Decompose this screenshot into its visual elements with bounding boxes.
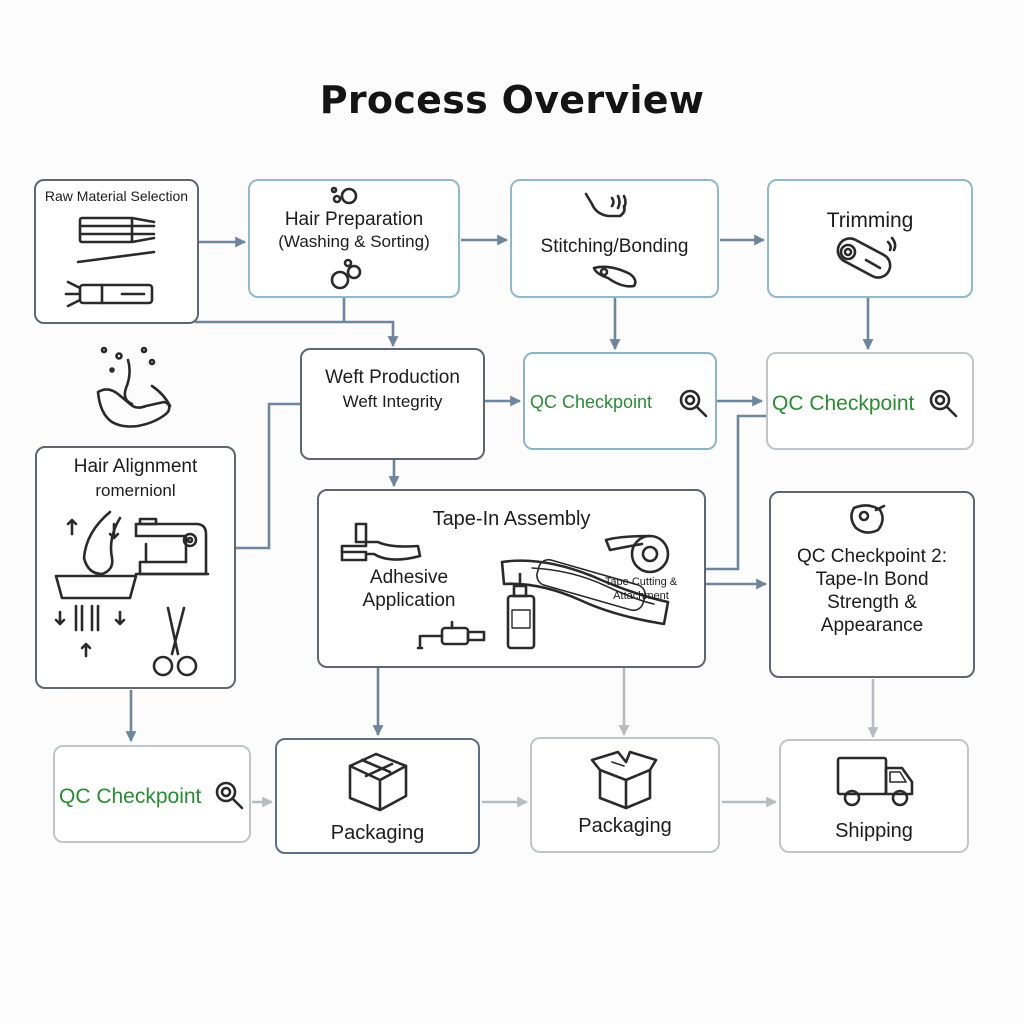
adhesive-line-2: Application	[362, 590, 456, 611]
trimming-box	[767, 179, 973, 298]
bubbles-icon	[328, 258, 368, 294]
qc2-line-3: Strength &	[827, 592, 917, 613]
arrow-qc-b-to-tape	[706, 414, 768, 571]
truck-icon	[834, 752, 918, 812]
hair-bundles-icon	[64, 210, 164, 310]
hair-alignment-title: Hair Alignment	[73, 456, 198, 477]
sewing-machine-icon	[132, 516, 212, 580]
stitching-box	[510, 179, 719, 298]
qc2-line-1: QC Checkpoint 2:	[797, 546, 947, 567]
hair-alignment-box	[35, 446, 236, 689]
tape-roll-icon	[848, 500, 888, 536]
raw-material-box	[34, 179, 199, 324]
hair-strand-icon	[50, 510, 140, 662]
qc2-line-2: Tape-In Bond	[815, 569, 929, 590]
open-box-icon	[588, 748, 660, 810]
washing-hands-icon	[92, 342, 178, 434]
bubbles-icon	[326, 184, 360, 210]
qc-checkpoint-c-label: QC Checkpoint	[59, 785, 202, 808]
shipping-box	[779, 739, 969, 853]
tape-strip-icon	[496, 548, 676, 640]
hair-alignment-subtitle: romernionl	[95, 481, 176, 500]
tape-roll-icon	[604, 532, 674, 576]
weft-production-box	[300, 348, 485, 460]
box-icon	[344, 748, 412, 814]
glue-bottle-icon	[502, 572, 538, 652]
glue-gun-icon	[338, 520, 424, 576]
trimmer-icon	[830, 236, 900, 288]
raw-material-label: Raw Material Selection	[44, 188, 189, 204]
tape-cutting-line-1: Tape Cutting &	[604, 576, 678, 588]
qc-checkpoint-a-label: QC Checkpoint	[530, 392, 653, 412]
qc-checkpoint-a-box	[523, 352, 717, 450]
hair-preparation-subtitle: (Washing & Sorting)	[278, 232, 430, 251]
weft-production-title: Weft Production	[325, 367, 460, 388]
tape-cutting-line-2: Attachment	[613, 590, 669, 602]
packaging-2-label: Packaging	[578, 815, 672, 837]
qc2-line-4: Appearance	[820, 615, 924, 636]
qc-checkpoint-b-box	[766, 352, 974, 450]
arrow-raw-to-weft	[195, 320, 399, 348]
hair-preparation-title: Hair Preparation	[284, 209, 424, 230]
magnifier-icon	[678, 388, 710, 420]
magnifier-icon	[214, 780, 246, 812]
tape-in-assembly-title: Tape-In Assembly	[432, 508, 591, 530]
tape-in-assembly-box	[317, 489, 706, 668]
hair-clip-icon	[412, 620, 492, 654]
trimming-label: Trimming	[826, 209, 914, 232]
page-title: Process Overview	[319, 78, 705, 122]
bonding-tool-icon	[582, 188, 642, 228]
qc-checkpoint-2-box	[769, 491, 975, 678]
bonding-tool-icon	[590, 262, 640, 292]
packaging-label: Packaging	[330, 822, 425, 844]
magnifier-icon	[928, 388, 960, 420]
weft-integrity-label: Weft Integrity	[342, 392, 443, 411]
shipping-label: Shipping	[835, 820, 913, 842]
qc-checkpoint-b-label: QC Checkpoint	[772, 392, 915, 415]
packaging-box	[275, 738, 480, 854]
adhesive-line-1: Adhesive	[369, 567, 449, 588]
arrow-align-to-weft	[236, 402, 300, 550]
scissors-icon	[148, 604, 202, 680]
stitching-label: Stitching/Bonding	[540, 236, 689, 257]
